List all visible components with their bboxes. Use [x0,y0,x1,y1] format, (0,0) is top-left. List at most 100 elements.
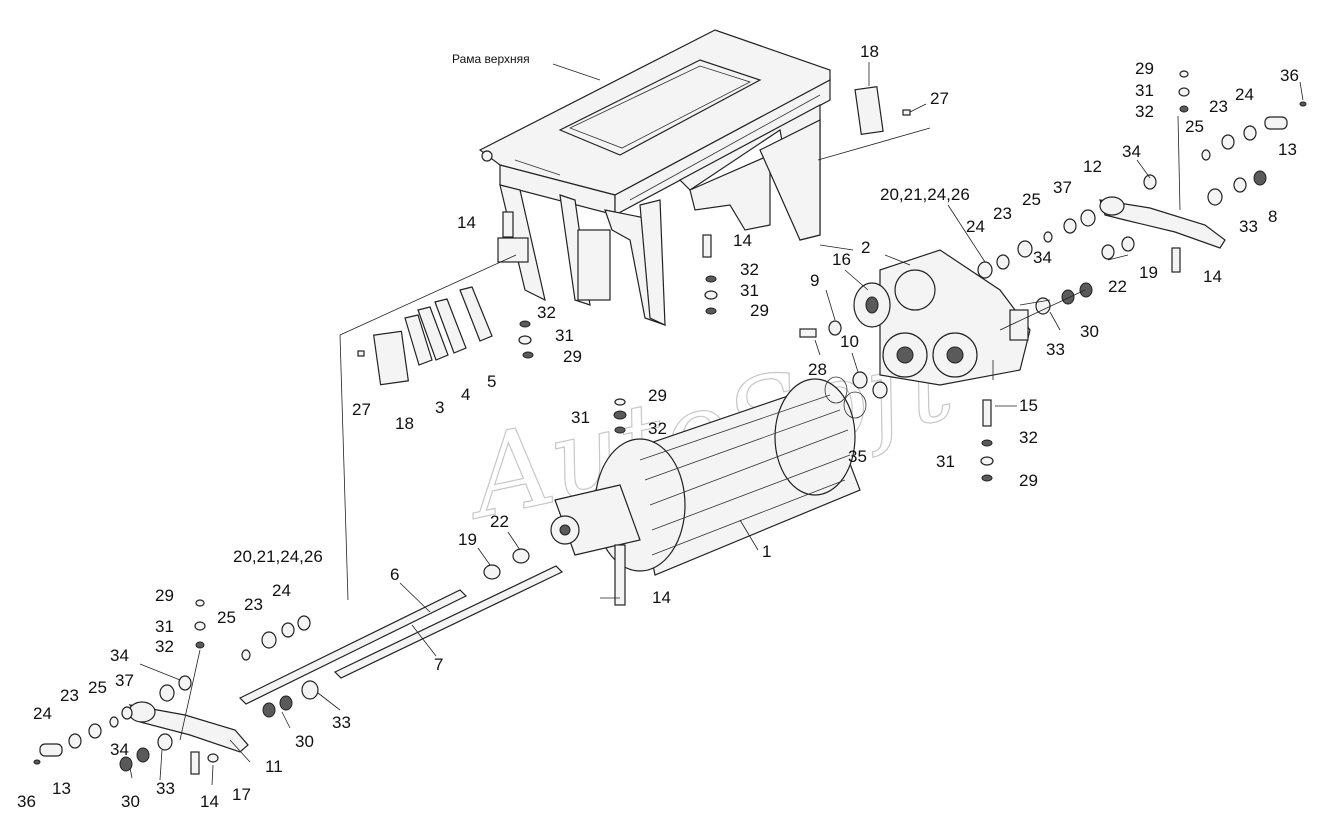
callout-32-gearbox-pin: 32 [1019,428,1038,447]
callout-30-shaft: 30 [295,732,314,751]
callout-34-mid: 34 [1033,248,1052,267]
gearbox [879,249,1031,386]
callout-31-frame-left: 31 [555,326,574,345]
upper-frame-label: Рама верхняя [452,52,530,66]
callout-14-drum: 14 [652,588,671,607]
callout-14-lever-right: 14 [1203,267,1222,286]
callout-7: 7 [434,655,443,674]
callout-18-left: 18 [395,414,414,433]
callout-19-left: 19 [458,530,477,549]
callout-20-21-24-26-left: 20,21,24,26 [233,547,323,566]
callout-29-frame-left: 29 [563,347,582,366]
callout-8: 8 [1268,207,1277,226]
callout-1: 1 [762,542,771,561]
callout-37-right: 37 [1053,178,1072,197]
lever-11 [128,701,249,775]
shaft-6 [238,589,468,705]
callout-23-left: 23 [60,686,79,705]
small-parts [33,70,1307,772]
callout-27-left: 27 [352,400,371,419]
callout-34-right: 34 [1122,142,1141,161]
flange-16 [853,282,891,328]
callouts: 18 27 29 31 32 36 23 24 25 13 34 12 8 33… [17,42,1299,811]
callout-14-frame-left: 14 [457,213,476,232]
callout-33-lever: 33 [156,779,175,798]
callout-13-right: 13 [1278,140,1297,159]
pin-13-left [39,743,63,757]
callout-33-right: 33 [1239,217,1258,236]
callout-32-frame-left: 32 [537,303,556,322]
callout-15: 15 [1019,396,1038,415]
callout-28: 28 [808,360,827,379]
callout-5: 5 [487,372,496,391]
callout-32-left: 32 [155,637,174,656]
pin-15 [982,399,992,427]
callout-36-right: 36 [1280,66,1299,85]
callout-23-right: 23 [1209,97,1228,116]
callout-17: 17 [232,785,251,804]
callout-3: 3 [435,398,444,417]
pin-14-frame [702,234,712,258]
callout-34-left: 34 [110,740,129,759]
callout-24-right: 24 [1235,85,1254,104]
callout-25-mid: 25 [1022,190,1041,209]
callout-24-left: 24 [33,704,52,723]
callout-31-drum: 31 [571,408,590,427]
callout-2: 2 [861,238,870,257]
callout-33-shaft: 33 [332,713,351,732]
callout-27-top: 27 [930,89,949,108]
callout-22-left: 22 [490,512,509,531]
callout-29-gearbox-pin: 29 [1019,471,1038,490]
callout-32-right: 32 [1135,102,1154,121]
callout-30-lever: 30 [121,792,140,811]
callout-13-left: 13 [52,779,71,798]
callout-23-mid: 23 [993,204,1012,223]
lever-12 [1099,196,1226,273]
leader-lines [129,62,1304,786]
callout-29-right: 29 [1135,59,1154,78]
callout-29-left: 29 [155,586,174,605]
callout-25-right: 25 [1185,117,1204,136]
callout-14-frame-mid: 14 [733,231,752,250]
callout-18-top: 18 [860,42,879,61]
callout-9: 9 [810,271,819,290]
callout-16: 16 [832,250,851,269]
threshing-drum [550,378,861,606]
callout-19-right: 19 [1139,263,1158,282]
callout-4: 4 [461,385,470,404]
callout-24-mid: 24 [966,217,985,236]
plate-18-upper [854,86,884,135]
callout-22-right: 22 [1108,277,1127,296]
callout-31-frame-mid: 31 [740,281,759,300]
callout-6: 6 [390,565,399,584]
callout-14-lever-left: 14 [200,792,219,811]
callout-31-gearbox-pin: 31 [936,452,955,471]
callout-31-left: 31 [155,617,174,636]
pin-17 [207,753,219,763]
callout-34-left-top: 34 [110,646,129,665]
callout-30-gearbox: 30 [1080,322,1099,341]
callout-32-drum: 32 [648,419,667,438]
plate-18-lower [372,330,410,386]
callout-25-left-top: 25 [217,608,236,627]
callout-11: 11 [265,757,283,776]
callout-29-frame-mid: 29 [750,301,769,320]
callout-29-drum: 29 [648,386,667,405]
callout-12: 12 [1083,157,1102,176]
callout-25-left: 25 [88,678,107,697]
plates-3-4-5 [404,286,493,366]
upper-frame [478,29,831,326]
shaft-7 [333,565,564,679]
callout-33-gearbox: 33 [1046,340,1065,359]
callout-37-left: 37 [115,671,134,690]
callout-31-right: 31 [1135,81,1154,100]
callout-32-frame-mid: 32 [740,260,759,279]
callout-36-left: 36 [17,792,36,811]
callout-23-left-top: 23 [244,595,263,614]
bolt-28 [799,328,817,338]
callout-20-21-24-26-right: 20,21,24,26 [880,185,970,204]
pin-13-right [1264,116,1288,130]
callout-10: 10 [840,332,859,351]
callout-35: 35 [848,447,867,466]
